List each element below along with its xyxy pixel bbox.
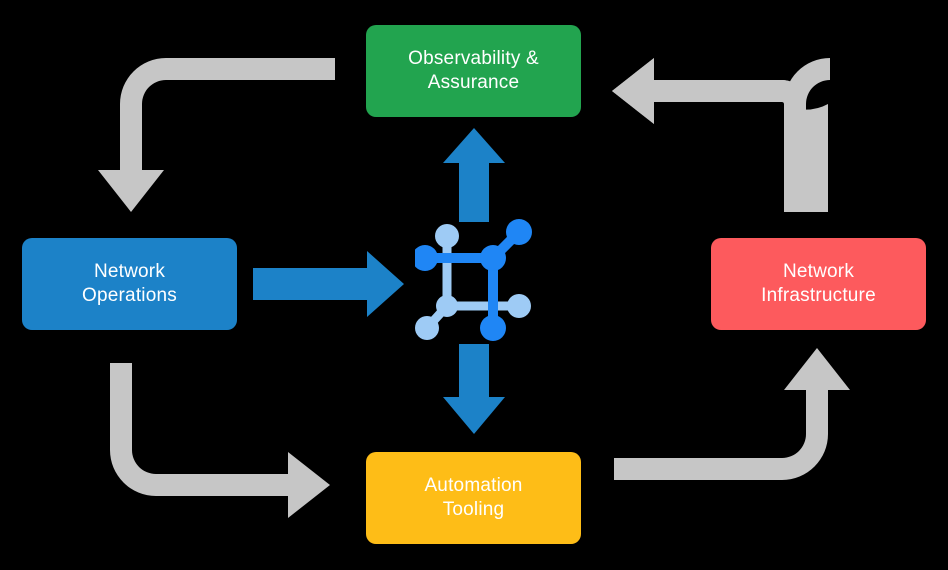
icon-node-top-right [506, 219, 532, 245]
network-topology-icon [415, 219, 532, 341]
arrow-infrastructure-to-observability [612, 58, 828, 212]
arrow-center-to-automation [443, 344, 505, 434]
icon-node-left [415, 245, 438, 271]
arrow-center-to-observability [443, 128, 505, 222]
icon-node-center-left [436, 295, 458, 317]
icon-node-hub [480, 245, 506, 271]
arrow-operations-to-automation [110, 363, 330, 518]
arrow-observability-to-operations [98, 58, 335, 212]
arrow-automation-to-infrastructure [614, 348, 850, 480]
arrow-infrastructure-stem [784, 58, 830, 212]
node-network-operations[interactable]: Network Operations [22, 238, 237, 330]
node-network-infrastructure[interactable]: Network Infrastructure [711, 238, 926, 330]
icon-node-top-left [435, 224, 459, 248]
arrow-operations-to-center [253, 251, 404, 317]
arrow-infrastructure-elbow-fill [612, 58, 806, 212]
node-observability-assurance[interactable]: Observability & Assurance [366, 25, 581, 117]
icon-node-bottom-left [415, 316, 439, 340]
node-automation-tooling[interactable]: Automation Tooling [366, 452, 581, 544]
icon-node-mid-right [507, 294, 531, 318]
icon-node-bottom [480, 315, 506, 341]
